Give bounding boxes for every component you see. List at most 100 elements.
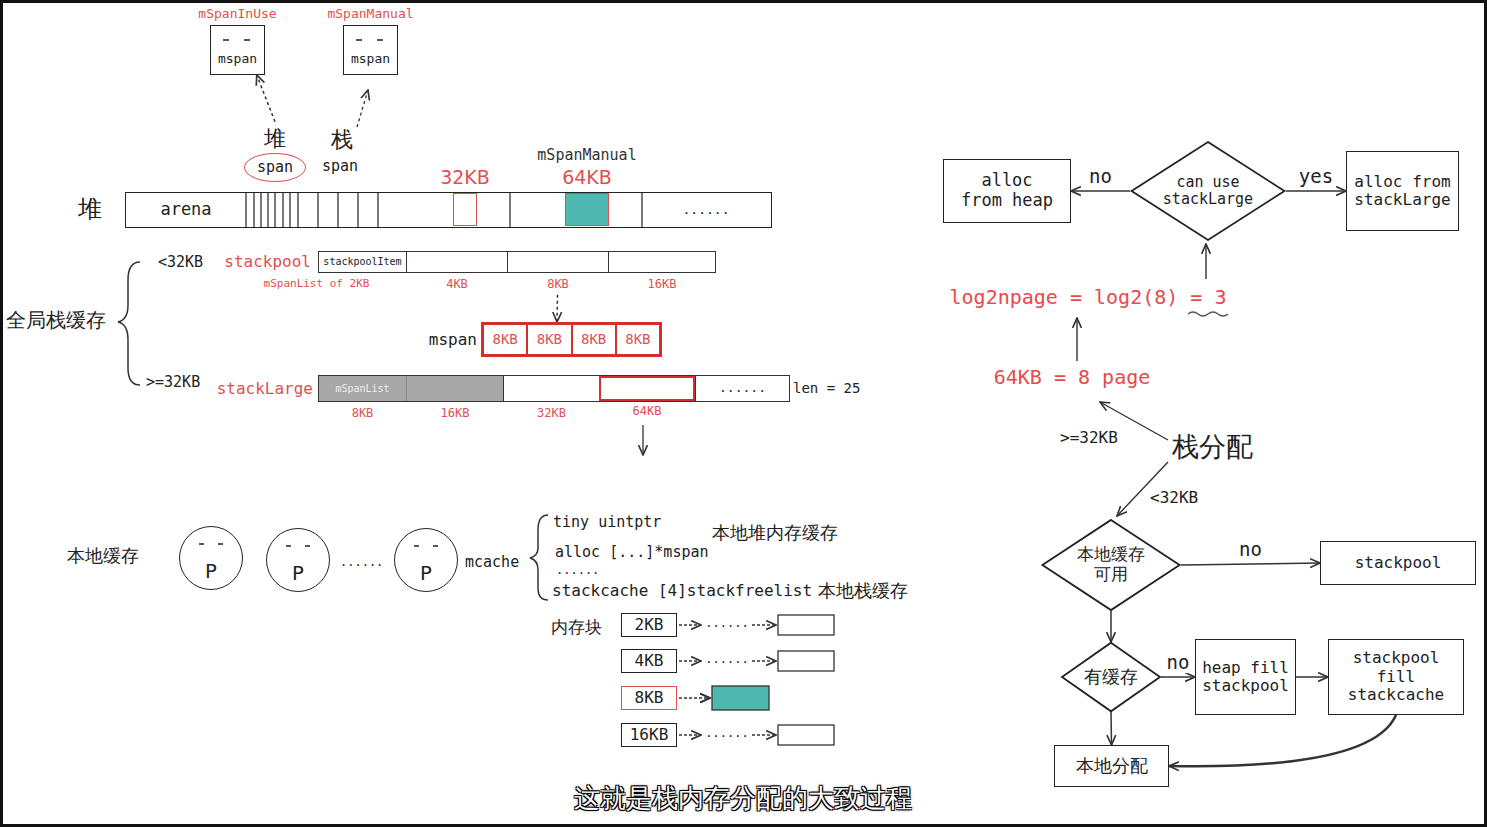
mspan-box: mSpanInUsemspan xyxy=(210,25,265,75)
text-area: P xyxy=(180,527,242,589)
node-text: alloc from stackLarge xyxy=(1354,173,1450,210)
node-text: 8KB xyxy=(625,331,650,347)
text-label: ...... xyxy=(556,564,599,578)
node-text: can use stackLarge xyxy=(1161,174,1256,209)
memory-block: 2KB xyxy=(621,613,677,637)
list-arrow xyxy=(752,661,776,662)
text-label: len = 25 xyxy=(793,380,860,396)
text-area: can use stackLarge xyxy=(1130,141,1286,241)
text-area: mSpanList xyxy=(319,376,406,401)
node-heading: stackLarge xyxy=(217,379,313,397)
node-text: 8KB xyxy=(635,689,664,707)
text-label: <32KB xyxy=(158,254,203,271)
connector xyxy=(1169,715,1396,766)
connector xyxy=(1110,611,1112,642)
text-area: 8KB xyxy=(622,687,676,709)
decision-diamond: can use stackLarge xyxy=(1130,141,1286,241)
stacklarge-cell: 64KB xyxy=(599,376,695,401)
text-label: alloc [...]*mspan xyxy=(555,544,709,561)
stacklarge-cell: 32KB xyxy=(503,376,599,401)
list-arrow xyxy=(752,735,776,736)
node-heading: mspan xyxy=(429,330,477,348)
text-area: 16KB xyxy=(622,724,676,746)
process-box: stackpool xyxy=(1320,541,1476,585)
node-text: mSpanList xyxy=(335,383,389,395)
text-label: 本地栈缓存 xyxy=(818,581,908,602)
node-heading: 16KB xyxy=(439,407,472,421)
text-area: 4KB xyxy=(622,650,676,672)
box-eyes xyxy=(223,39,383,41)
text-area: alloc from heap xyxy=(944,160,1070,222)
text-label: 栈分配 xyxy=(1172,431,1253,462)
down-arrow xyxy=(642,425,643,455)
stackpool-cell: 16KB xyxy=(608,252,715,272)
text-area: alloc from stackLarge xyxy=(1347,152,1458,230)
list-arrow xyxy=(752,625,776,626)
text-label: ...... xyxy=(705,653,748,667)
text-area: 8KB xyxy=(617,325,659,354)
stacklarge-bar: stackLargemSpanList8KB16KB32KB64KB...... xyxy=(318,375,790,402)
node-text: stackpool fill stackcache xyxy=(1348,649,1444,704)
span-stripes xyxy=(246,193,642,227)
node-text: 8KB xyxy=(492,331,517,347)
node-text: 本地缓存 可用 xyxy=(1077,545,1145,584)
text-area: 本地缓存 可用 xyxy=(1041,519,1181,611)
leader-arrow xyxy=(357,90,368,127)
text-label: 栈 xyxy=(331,127,353,152)
text-label: ...... xyxy=(705,617,748,631)
node-heading: mSpanInUse xyxy=(198,7,276,22)
text-label: >=32KB xyxy=(1060,429,1118,447)
text-area: ...... xyxy=(696,376,789,401)
memory-chunk xyxy=(778,725,834,745)
text-area: 8KB xyxy=(573,325,615,354)
diamond-shape xyxy=(1132,142,1285,240)
text-label: 内存块 xyxy=(551,618,602,638)
node-heading: 64KB xyxy=(631,405,664,419)
node-heading: stackpool xyxy=(224,253,311,271)
text-area: 有缓存 xyxy=(1061,642,1161,712)
node-heading: 8KB xyxy=(350,407,376,421)
node-text: 本地分配 xyxy=(1076,756,1148,777)
edge-label: no xyxy=(1087,166,1114,187)
text-area: 8KB xyxy=(528,325,570,354)
node-text: 16KB xyxy=(630,726,669,744)
caption: 这就是栈内存分配的大致过程 xyxy=(574,781,912,816)
node-text: heap fill stackpool xyxy=(1202,659,1289,696)
text-label: log2npage = log2(8) = 3 xyxy=(950,286,1227,309)
node-text: 2KB xyxy=(635,616,664,634)
mspan-group: mspan8KB8KB8KB8KB xyxy=(481,322,662,357)
span-ellipse: 堆span xyxy=(244,153,306,182)
stacklarge-cell: 16KB xyxy=(407,376,503,401)
processor-face: P xyxy=(394,528,458,592)
decision-diamond: 本地缓存 可用 xyxy=(1041,519,1181,611)
node-heading: 堆 xyxy=(78,196,102,224)
node-heading: ...... xyxy=(683,203,730,218)
node-heading: 32KB xyxy=(535,407,568,421)
text-label: <32KB xyxy=(1150,489,1198,507)
mspan-box: mSpanManualmspan xyxy=(343,25,398,75)
diamond-shape xyxy=(1042,520,1179,610)
text-label: ...... xyxy=(705,727,748,741)
stacklarge-cell: ...... xyxy=(695,376,789,401)
text-label: stackcache [4]stackfreelist xyxy=(552,582,812,600)
text-label: ...... xyxy=(340,556,383,570)
connector xyxy=(1071,190,1130,192)
node-heading: 64KB xyxy=(562,167,612,189)
node-text: stackpoolItem xyxy=(323,256,401,268)
processor-face: P xyxy=(266,528,330,592)
connector xyxy=(1296,676,1328,678)
mspan-page: 8KB xyxy=(572,324,616,355)
list-arrow xyxy=(679,735,701,736)
node-text: mspan xyxy=(351,52,390,67)
stackpool-cell: 4KB xyxy=(406,252,507,272)
stackpool-item: stackpoolItemmSpanList of 2KB xyxy=(319,252,406,272)
edge-label: no xyxy=(1237,539,1264,560)
memory-block: 16KB xyxy=(621,723,677,747)
memory-chunk xyxy=(778,615,834,635)
node-heading: 8KB xyxy=(545,278,571,292)
memory-chunk xyxy=(778,651,834,671)
brace xyxy=(118,262,140,385)
process-box: alloc from heap xyxy=(943,159,1071,223)
